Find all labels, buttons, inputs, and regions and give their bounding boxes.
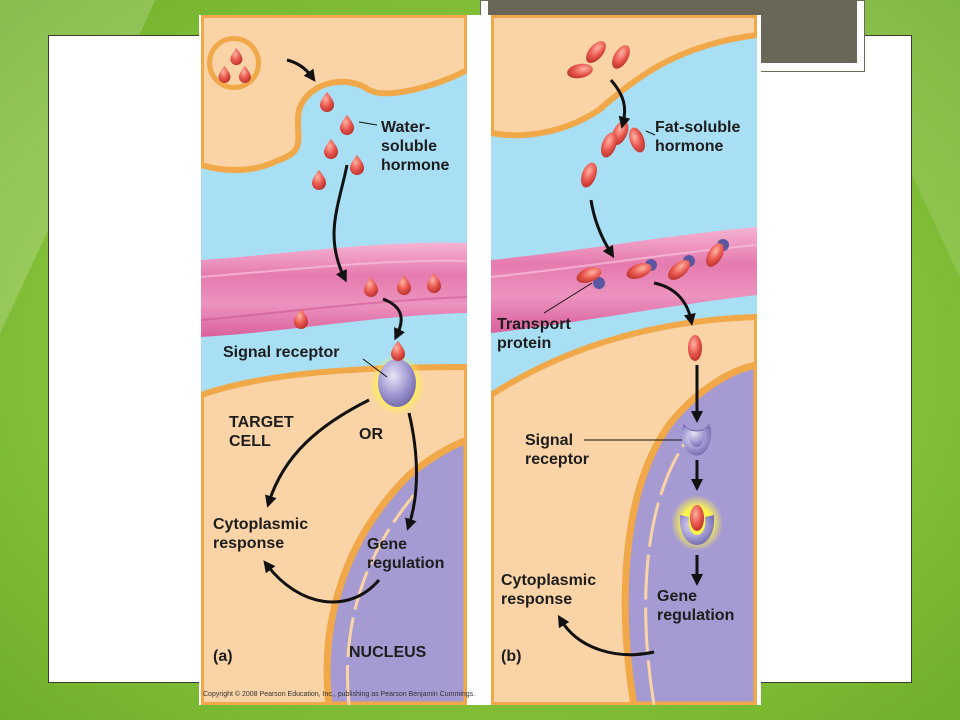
target-cell-label: TARGET CELL [229,414,294,450]
or-label: OR [359,426,383,443]
cytoplasmic-response-label-a: Cytoplasmic response [213,516,309,552]
panel-b [491,15,757,705]
gene-regulation-label-b: Gene regulation [657,588,735,624]
hormone-signaling-figure: Water- soluble hormone Signal receptor T… [199,15,761,705]
figure-artwork [201,15,757,705]
panel-a [201,15,467,705]
signal-receptor-label-b: Signal receptor [525,432,590,468]
secreting-cell [201,15,467,173]
signal-receptor-label-a: Signal receptor [223,344,340,361]
water-soluble-hormone-label: Water- soluble hormone [381,119,450,174]
cytoplasmic-response-label-b: Cytoplasmic response [501,572,597,608]
fat-soluble-hormone-label: Fat-soluble hormone [655,119,741,155]
panel-a-letter: (a) [213,648,233,665]
signal-receptor-a [378,359,416,407]
gene-regulation-label-a: Gene regulation [367,536,445,572]
copyright-notice: Copyright © 2008 Pearson Education, Inc.… [203,691,476,698]
transport-protein-label: Transport protein [497,316,571,352]
blood-vessel-b [491,227,757,333]
nucleus-label: NUCLEUS [349,644,427,661]
panel-b-letter: (b) [501,648,522,665]
source-cell-b [491,15,757,139]
signal-receptor-b [681,427,712,456]
nucleus [323,436,467,705]
